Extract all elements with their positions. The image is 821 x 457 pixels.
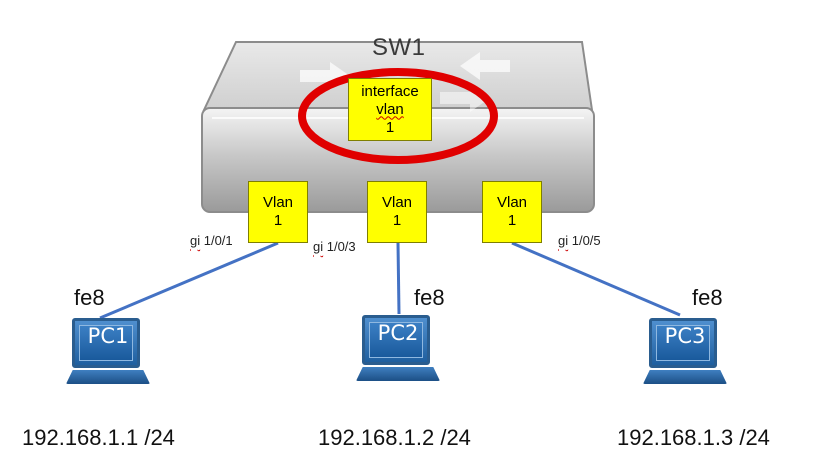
port-label-2-prefix: gi xyxy=(313,239,324,254)
link-pc1 xyxy=(99,241,279,320)
pc2-ip-address: 192.168.1.2 /24 xyxy=(318,425,471,450)
pc3-laptop-icon: PC3 xyxy=(643,318,727,390)
port-label-3: gi 1/0/5 xyxy=(558,233,601,248)
pc1-nic-label: fe8 xyxy=(74,285,105,310)
vlan-port-box-1: Vlan 1 xyxy=(248,181,308,243)
port-label-1-rest: 1/0/1 xyxy=(200,233,233,248)
vlan-port-3-line1: Vlan xyxy=(496,194,528,211)
vlan-port-1-line2: 1 xyxy=(273,212,283,229)
svi-line2: vlan xyxy=(376,100,404,118)
vlan-port-3-line2: 1 xyxy=(507,212,517,229)
pc2-nic-label: fe8 xyxy=(414,285,445,310)
pc3-ip-address: 192.168.1.3 /24 xyxy=(617,425,770,450)
pc3-nic-label: fe8 xyxy=(692,285,723,310)
link-pc3 xyxy=(511,241,681,317)
port-label-2: gi 1/0/3 xyxy=(313,239,356,254)
highlight-ring xyxy=(298,68,498,164)
svi-line1: interface xyxy=(361,82,419,100)
port-label-3-prefix: gi xyxy=(558,233,569,248)
port-label-2-rest: 1/0/3 xyxy=(323,239,356,254)
pc1-laptop-icon: PC1 xyxy=(66,318,150,390)
port-label-3-rest: 1/0/5 xyxy=(568,233,601,248)
port-label-1: gi 1/0/1 xyxy=(190,233,233,248)
link-pc2 xyxy=(396,242,401,315)
pc3-name: PC3 xyxy=(664,324,706,348)
pc2-laptop-icon: PC2 xyxy=(356,315,440,387)
switch-name: SW1 xyxy=(372,34,426,61)
port-label-1-prefix: gi xyxy=(190,233,201,248)
vlan-port-box-2: Vlan 1 xyxy=(367,181,427,243)
pc1-ip-address: 192.168.1.1 /24 xyxy=(22,425,175,450)
vlan-port-2-line1: Vlan xyxy=(381,194,413,211)
svi-line3: 1 xyxy=(385,118,395,136)
vlan-port-box-3: Vlan 1 xyxy=(482,181,542,243)
svi-interface-box: interface vlan 1 xyxy=(348,78,432,141)
pc1-name: PC1 xyxy=(87,324,129,348)
vlan-port-2-line2: 1 xyxy=(392,212,402,229)
vlan-port-1-line1: Vlan xyxy=(262,194,294,211)
pc2-name: PC2 xyxy=(377,321,419,345)
